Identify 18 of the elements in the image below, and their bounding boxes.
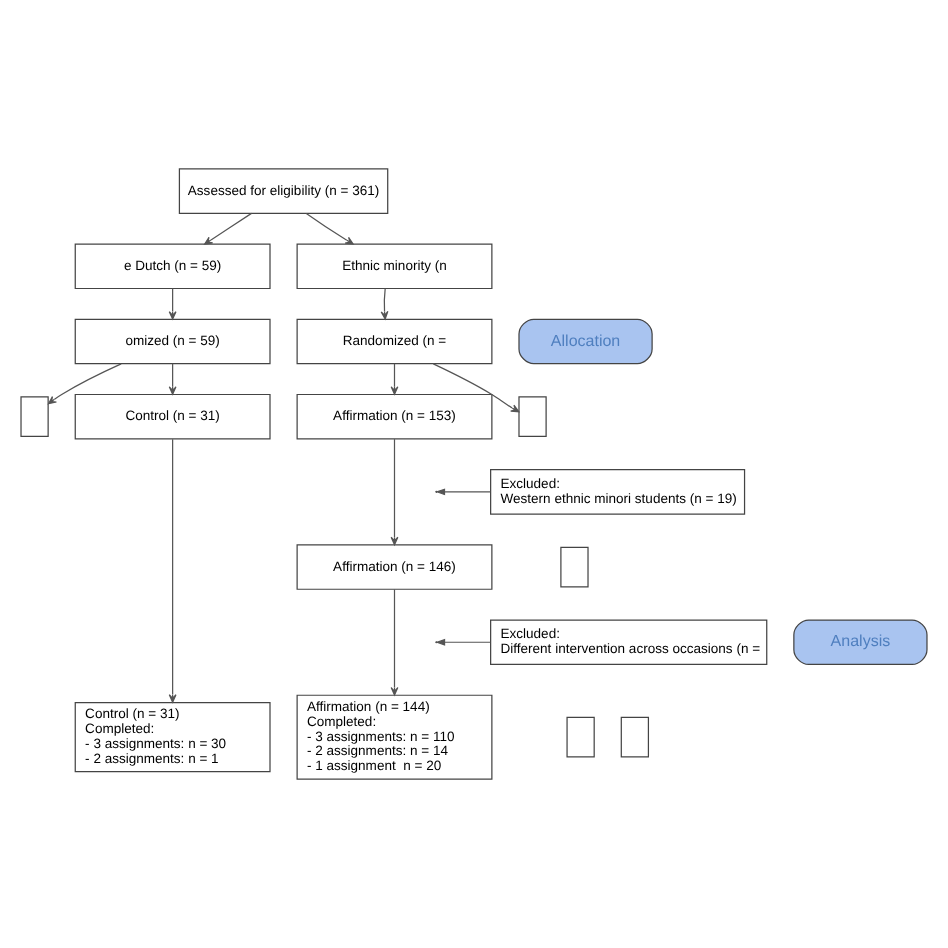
arrow: [168, 438, 177, 703]
arrow: [390, 363, 399, 395]
arrow: [47, 363, 122, 405]
node-box: [560, 546, 589, 588]
arrow: [390, 588, 399, 696]
arrow: [380, 287, 389, 320]
arrow: [435, 488, 491, 496]
node-box: [566, 716, 595, 758]
arrow: [168, 287, 177, 320]
arrow: [390, 438, 399, 546]
arrow: [204, 212, 253, 245]
node-box: [620, 716, 650, 758]
arrow: [432, 363, 520, 413]
node-box: [518, 396, 547, 438]
node-box: [20, 396, 49, 438]
arrow: [435, 638, 491, 646]
arrow: [305, 212, 354, 245]
arrow: [168, 363, 177, 395]
